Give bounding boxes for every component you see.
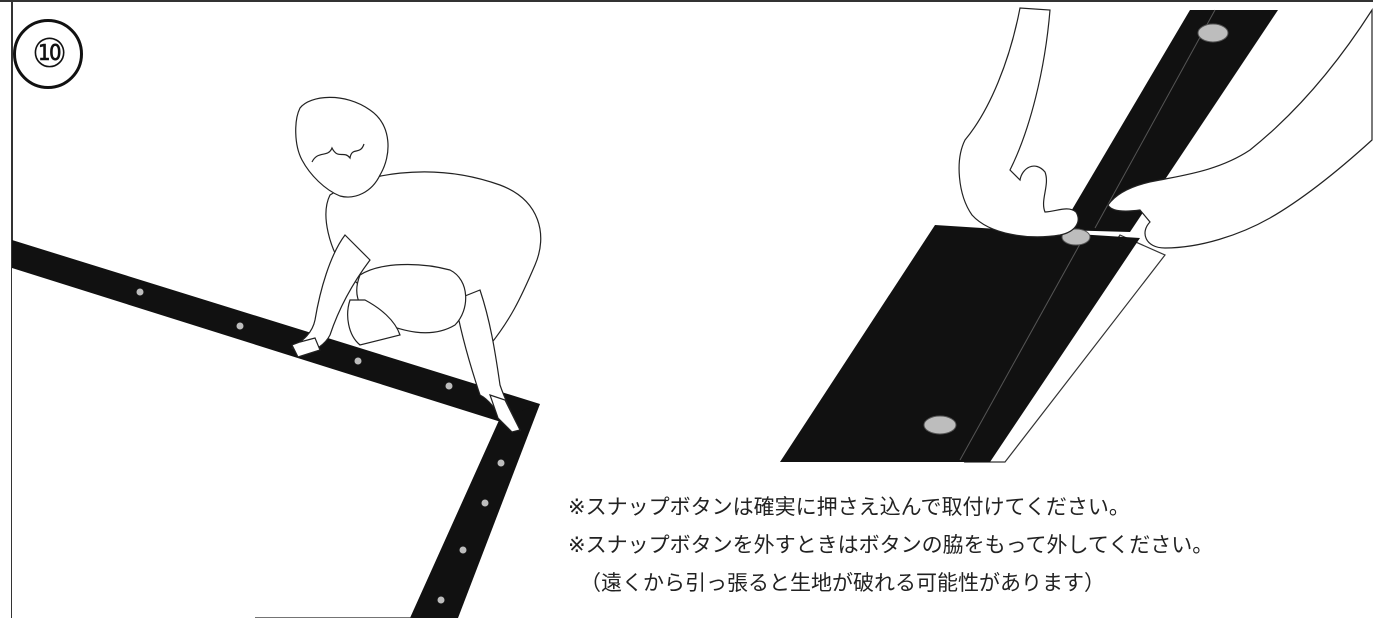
step-number-badge: ⑩: [13, 19, 83, 89]
notes-block: ※スナップボタンは確実に押さえ込んで取付けてください。 ※スナップボタンを外すと…: [568, 488, 1358, 602]
border-strip-right: [410, 404, 540, 618]
note-line-2: ※スナップボタンを外すときはボタンの脇をもって外してください。: [568, 533, 1214, 557]
note-line-3: （遠くから引っ張ると生地が破れる可能性があります）: [580, 571, 1105, 595]
border-strip-top: [12, 240, 540, 428]
note-line-1: ※スナップボタンは確実に押さえ込んで取付けてください。: [568, 495, 1130, 519]
snap-dots: [136, 288, 505, 604]
